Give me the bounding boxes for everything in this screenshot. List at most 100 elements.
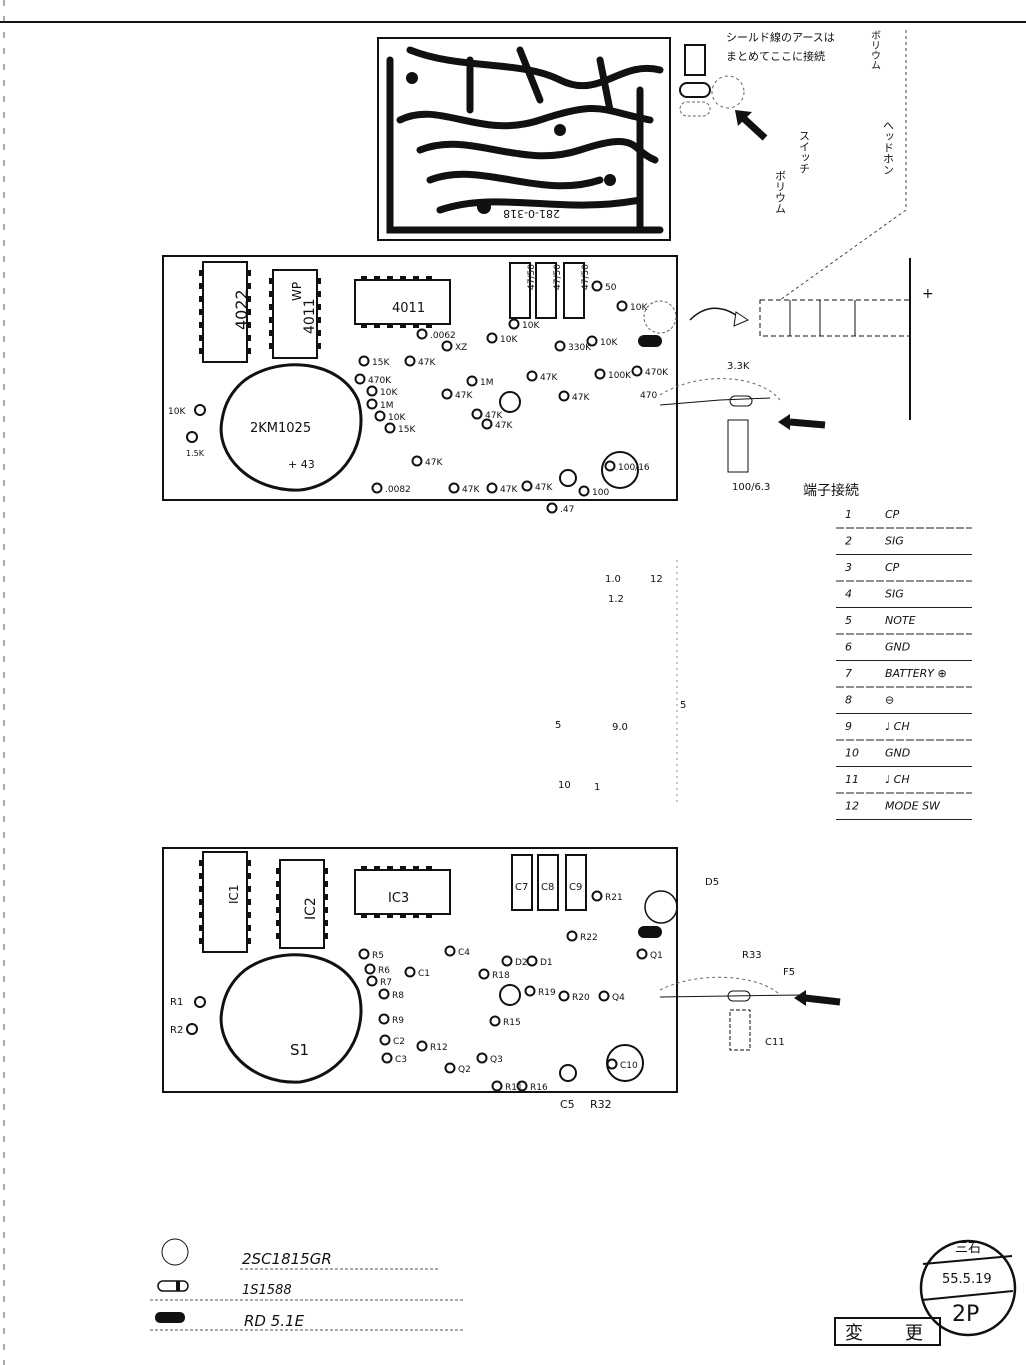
component-label: R11 xyxy=(505,1083,523,1093)
terminal-name: CP xyxy=(885,561,900,574)
ic-pin xyxy=(199,873,203,879)
component-label: 47K xyxy=(495,421,513,431)
ic-pin xyxy=(276,907,280,913)
ic-pin xyxy=(247,925,251,931)
component-label: R8 xyxy=(392,991,404,1001)
fragment-text: 9.0 xyxy=(612,722,628,733)
component-label: R15 xyxy=(503,1018,521,1028)
terminal-number: 6 xyxy=(845,641,852,654)
component-label: 100 xyxy=(592,488,609,498)
external-label: F5 xyxy=(783,967,795,978)
ic-pin xyxy=(247,938,251,944)
diode-symbol-icon xyxy=(157,1280,189,1292)
external-label: R33 xyxy=(742,950,762,961)
external-label: 100/6.3 xyxy=(732,482,770,493)
component-label: C2 xyxy=(393,1037,405,1047)
external-label: R32 xyxy=(590,1098,612,1111)
solder-pad xyxy=(524,985,536,997)
solder-pad xyxy=(558,390,570,402)
ic-pin xyxy=(199,309,203,315)
solder-pad xyxy=(416,1040,428,1052)
solder-pad xyxy=(616,300,628,312)
buzzer-sub-label: + 43 xyxy=(288,458,315,471)
terminal-name: SIG xyxy=(885,588,904,601)
ic-pin xyxy=(426,276,432,280)
ic-pin xyxy=(413,324,419,328)
component-label: R16 xyxy=(530,1083,548,1093)
ic-pin xyxy=(269,317,273,323)
solder-pad xyxy=(526,955,538,967)
component-label: R19 xyxy=(538,988,556,998)
terminal-number: 7 xyxy=(845,667,852,680)
fragment-text: 1.0 xyxy=(605,574,621,585)
terminal-name: GND xyxy=(885,747,910,760)
component-label: 10K xyxy=(522,321,540,331)
solder-pad xyxy=(466,375,478,387)
ic-pin xyxy=(199,899,203,905)
solder-pad xyxy=(478,968,490,980)
solder-pad xyxy=(364,963,376,975)
piezo-buzzer xyxy=(219,363,363,492)
solder-pad xyxy=(448,482,460,494)
external-label: C5 xyxy=(560,1098,575,1111)
component-label: 470K xyxy=(368,376,392,386)
change-left: 変 xyxy=(845,1323,863,1344)
middle-fragment: 1.0 12 1.2 5 9.0 5 10 1 xyxy=(555,560,686,805)
ic-pin xyxy=(374,866,380,870)
led-symbol xyxy=(638,335,662,347)
edge-label: R1 xyxy=(170,997,183,1008)
terminal-number: 11 xyxy=(845,773,859,786)
solder-pad xyxy=(374,410,386,422)
terminal-table-title: 端子接続 xyxy=(803,482,859,499)
copper-trace-board: 281-0-318 xyxy=(377,37,671,241)
board1-external-parts: 3.3K 470 100/6.3 xyxy=(640,361,826,493)
ic-pin xyxy=(269,291,273,297)
terminal-number: 9 xyxy=(845,720,852,733)
ic-pin xyxy=(247,283,251,289)
capacitor-row: C7 C8 C9 xyxy=(511,854,587,911)
legend-part: RD 5.1E xyxy=(244,1312,305,1330)
solder-pad xyxy=(631,365,643,377)
component-label: 330K xyxy=(568,343,592,353)
buzzer-label: S1 xyxy=(290,1041,309,1059)
ic-pin xyxy=(269,304,273,310)
ic-pin xyxy=(374,276,380,280)
component-label: 15K xyxy=(372,358,390,368)
ic-pin xyxy=(324,881,328,887)
fragment-text: 1 xyxy=(594,782,600,793)
capacitor-label: 47/50 xyxy=(553,264,563,290)
ic1-label: 4022 xyxy=(232,289,251,330)
transistor-symbol-icon xyxy=(161,1238,189,1266)
solder-pad xyxy=(476,1052,488,1064)
terminal-number: 3 xyxy=(845,561,852,574)
component-label: 10K xyxy=(380,388,398,398)
terminal-number: 5 xyxy=(845,614,852,627)
ic-pin xyxy=(199,270,203,276)
solder-pad xyxy=(381,1052,393,1064)
solder-pad xyxy=(411,455,423,467)
solder-pad xyxy=(366,385,378,397)
fragment-text: 5 xyxy=(680,700,686,711)
ic-pin xyxy=(199,938,203,944)
solder-pad xyxy=(591,280,603,292)
terminal-name: SIG xyxy=(885,535,904,548)
ic-pin xyxy=(199,860,203,866)
legend-part: 2SC1815GR xyxy=(242,1250,332,1268)
ic-pin xyxy=(361,914,367,918)
component-label: R21 xyxy=(605,893,623,903)
solder-pad xyxy=(489,1015,501,1027)
ic-pin xyxy=(269,278,273,284)
ic-pin xyxy=(276,881,280,887)
terminal-name: NOTE xyxy=(885,614,916,627)
solder-pad xyxy=(404,966,416,978)
component-label: R5 xyxy=(372,951,384,961)
solder-pad xyxy=(508,318,520,330)
component-label: Q3 xyxy=(490,1055,503,1065)
terminal-number: 12 xyxy=(845,800,859,813)
solder-pad xyxy=(481,418,493,430)
terminal-number: 4 xyxy=(845,588,852,601)
ic-4011a xyxy=(272,269,318,359)
ic-pin xyxy=(317,317,321,323)
solder-pad xyxy=(501,955,513,967)
